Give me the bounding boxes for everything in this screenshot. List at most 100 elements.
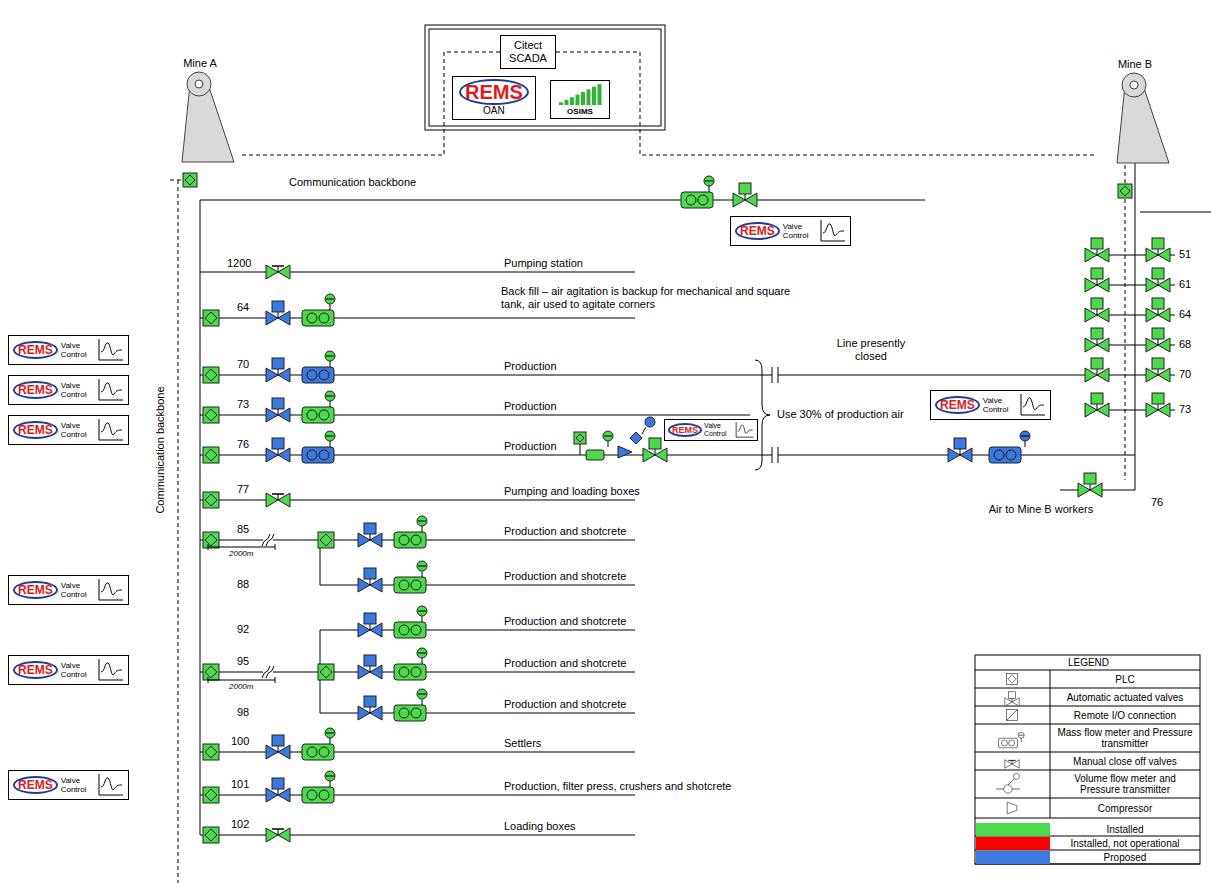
valve-actuator [1091, 358, 1103, 369]
dimension-tick [275, 544, 276, 550]
valve-control-box: REMSValve Control [930, 390, 1051, 420]
valve-actuator [364, 696, 376, 707]
line-number: 73 [236, 398, 250, 411]
line-label: Production and shotcrete [503, 525, 627, 538]
flow-meter-rotor [319, 790, 329, 800]
pipe [200, 835, 635, 836]
valve-symbol [1085, 278, 1109, 292]
valve-control-box: REMSValve Control [8, 655, 129, 685]
flow-meter [302, 744, 334, 760]
logo-text: REMS [13, 381, 58, 399]
valve-actuator [272, 735, 284, 746]
valve-stem [1158, 249, 1159, 255]
line-number: 61 [1178, 278, 1192, 291]
trend-chart [818, 219, 846, 243]
pressure-transmitter [325, 391, 335, 401]
flow-meter-rotor [307, 410, 317, 420]
valve-symbol [266, 745, 290, 759]
box-caption: Valve Control [704, 422, 732, 438]
logo-text: REMS [459, 79, 529, 105]
line-break [778, 367, 779, 383]
pipe [200, 752, 635, 753]
valve-symbol [1146, 368, 1170, 382]
award-bar [592, 87, 596, 105]
line-label: Settlers [503, 737, 542, 750]
legend-swatch [976, 851, 1050, 864]
flow-meter-rotor [319, 747, 329, 757]
pressure-transmitter [645, 417, 655, 427]
flow-meter-rotor [399, 708, 409, 718]
valve-actuator [739, 183, 751, 194]
plc-symbol [203, 407, 219, 423]
legend-rule [975, 818, 1200, 819]
trend-chart [96, 578, 124, 602]
legend-swatch [976, 837, 1050, 850]
brace [755, 360, 770, 470]
valve-symbol [358, 706, 382, 720]
transmitter-stem [422, 571, 423, 577]
box-text: Citect SCADA [506, 39, 550, 65]
valve-actuator [272, 438, 284, 449]
pressure-transmitter [417, 606, 427, 616]
pressure-transmitter [417, 561, 427, 571]
valve-stem [278, 369, 279, 375]
valve-control-box: REMSValve Control [8, 415, 129, 445]
transmitter-stem [330, 401, 331, 407]
pressure-transmitter [417, 689, 427, 699]
communication-line [1125, 199, 1126, 480]
mine-name: Mine B [1095, 58, 1175, 71]
transmitter-mark [326, 733, 334, 734]
boundary-line [1140, 212, 1211, 213]
flow-meter-rotor [399, 580, 409, 590]
logo-text: REMS [13, 581, 58, 599]
valve-actuator [1091, 238, 1103, 249]
scada-panel [425, 25, 665, 130]
valve-actuator [649, 438, 661, 449]
line-label: Loading boxes [503, 820, 577, 833]
logo-text: REMS [735, 222, 780, 240]
valve-stem [278, 312, 279, 318]
transmitter-mark [705, 181, 713, 182]
pressure-transmitter [417, 516, 427, 526]
pressure-transmitter [1018, 732, 1024, 738]
valve-symbol [266, 828, 290, 842]
plc-symbol [183, 173, 197, 187]
transmitter-mark [418, 653, 426, 654]
legend-rule [975, 770, 1200, 771]
plc-diamond [1120, 186, 1130, 196]
headframe-wheel [187, 72, 211, 96]
valve-symbol [266, 408, 290, 422]
dimension-text: 2000m [228, 682, 254, 691]
dimension-line [208, 680, 275, 681]
remote-io [630, 432, 642, 444]
signal-line [1008, 778, 1015, 785]
valve-stem [655, 449, 656, 455]
plc-symbol [1118, 184, 1132, 198]
line-label: Back fill – air agitation is backup for … [500, 285, 802, 311]
valve-control-box: REMSValve Control [8, 375, 129, 405]
transmitter-stem [330, 781, 331, 787]
valve-symbol [358, 578, 382, 592]
award-bar [598, 84, 602, 105]
line-label: Communication backbone [288, 176, 417, 189]
valve-actuator [1152, 328, 1164, 339]
plc-symbol [203, 447, 219, 463]
plc-symbol [203, 664, 219, 680]
valve-stem [278, 449, 279, 455]
line-break [772, 367, 773, 383]
valve-symbol [266, 788, 290, 802]
plc-diamond [320, 534, 332, 546]
flow-meter [302, 447, 334, 463]
plc-symbol [1007, 674, 1018, 685]
box-caption: Valve Control [983, 396, 1015, 414]
legend-sample [1007, 802, 1017, 814]
communication-backbone [556, 52, 1095, 155]
plc-symbol [318, 664, 334, 680]
plc-diamond [1008, 675, 1016, 683]
line-number: 77 [236, 483, 250, 496]
plc-diamond [205, 746, 217, 758]
valve-symbol [1005, 760, 1019, 768]
legend-text: Remote I/O connection [1050, 706, 1200, 724]
transmitter-mark [418, 694, 426, 695]
